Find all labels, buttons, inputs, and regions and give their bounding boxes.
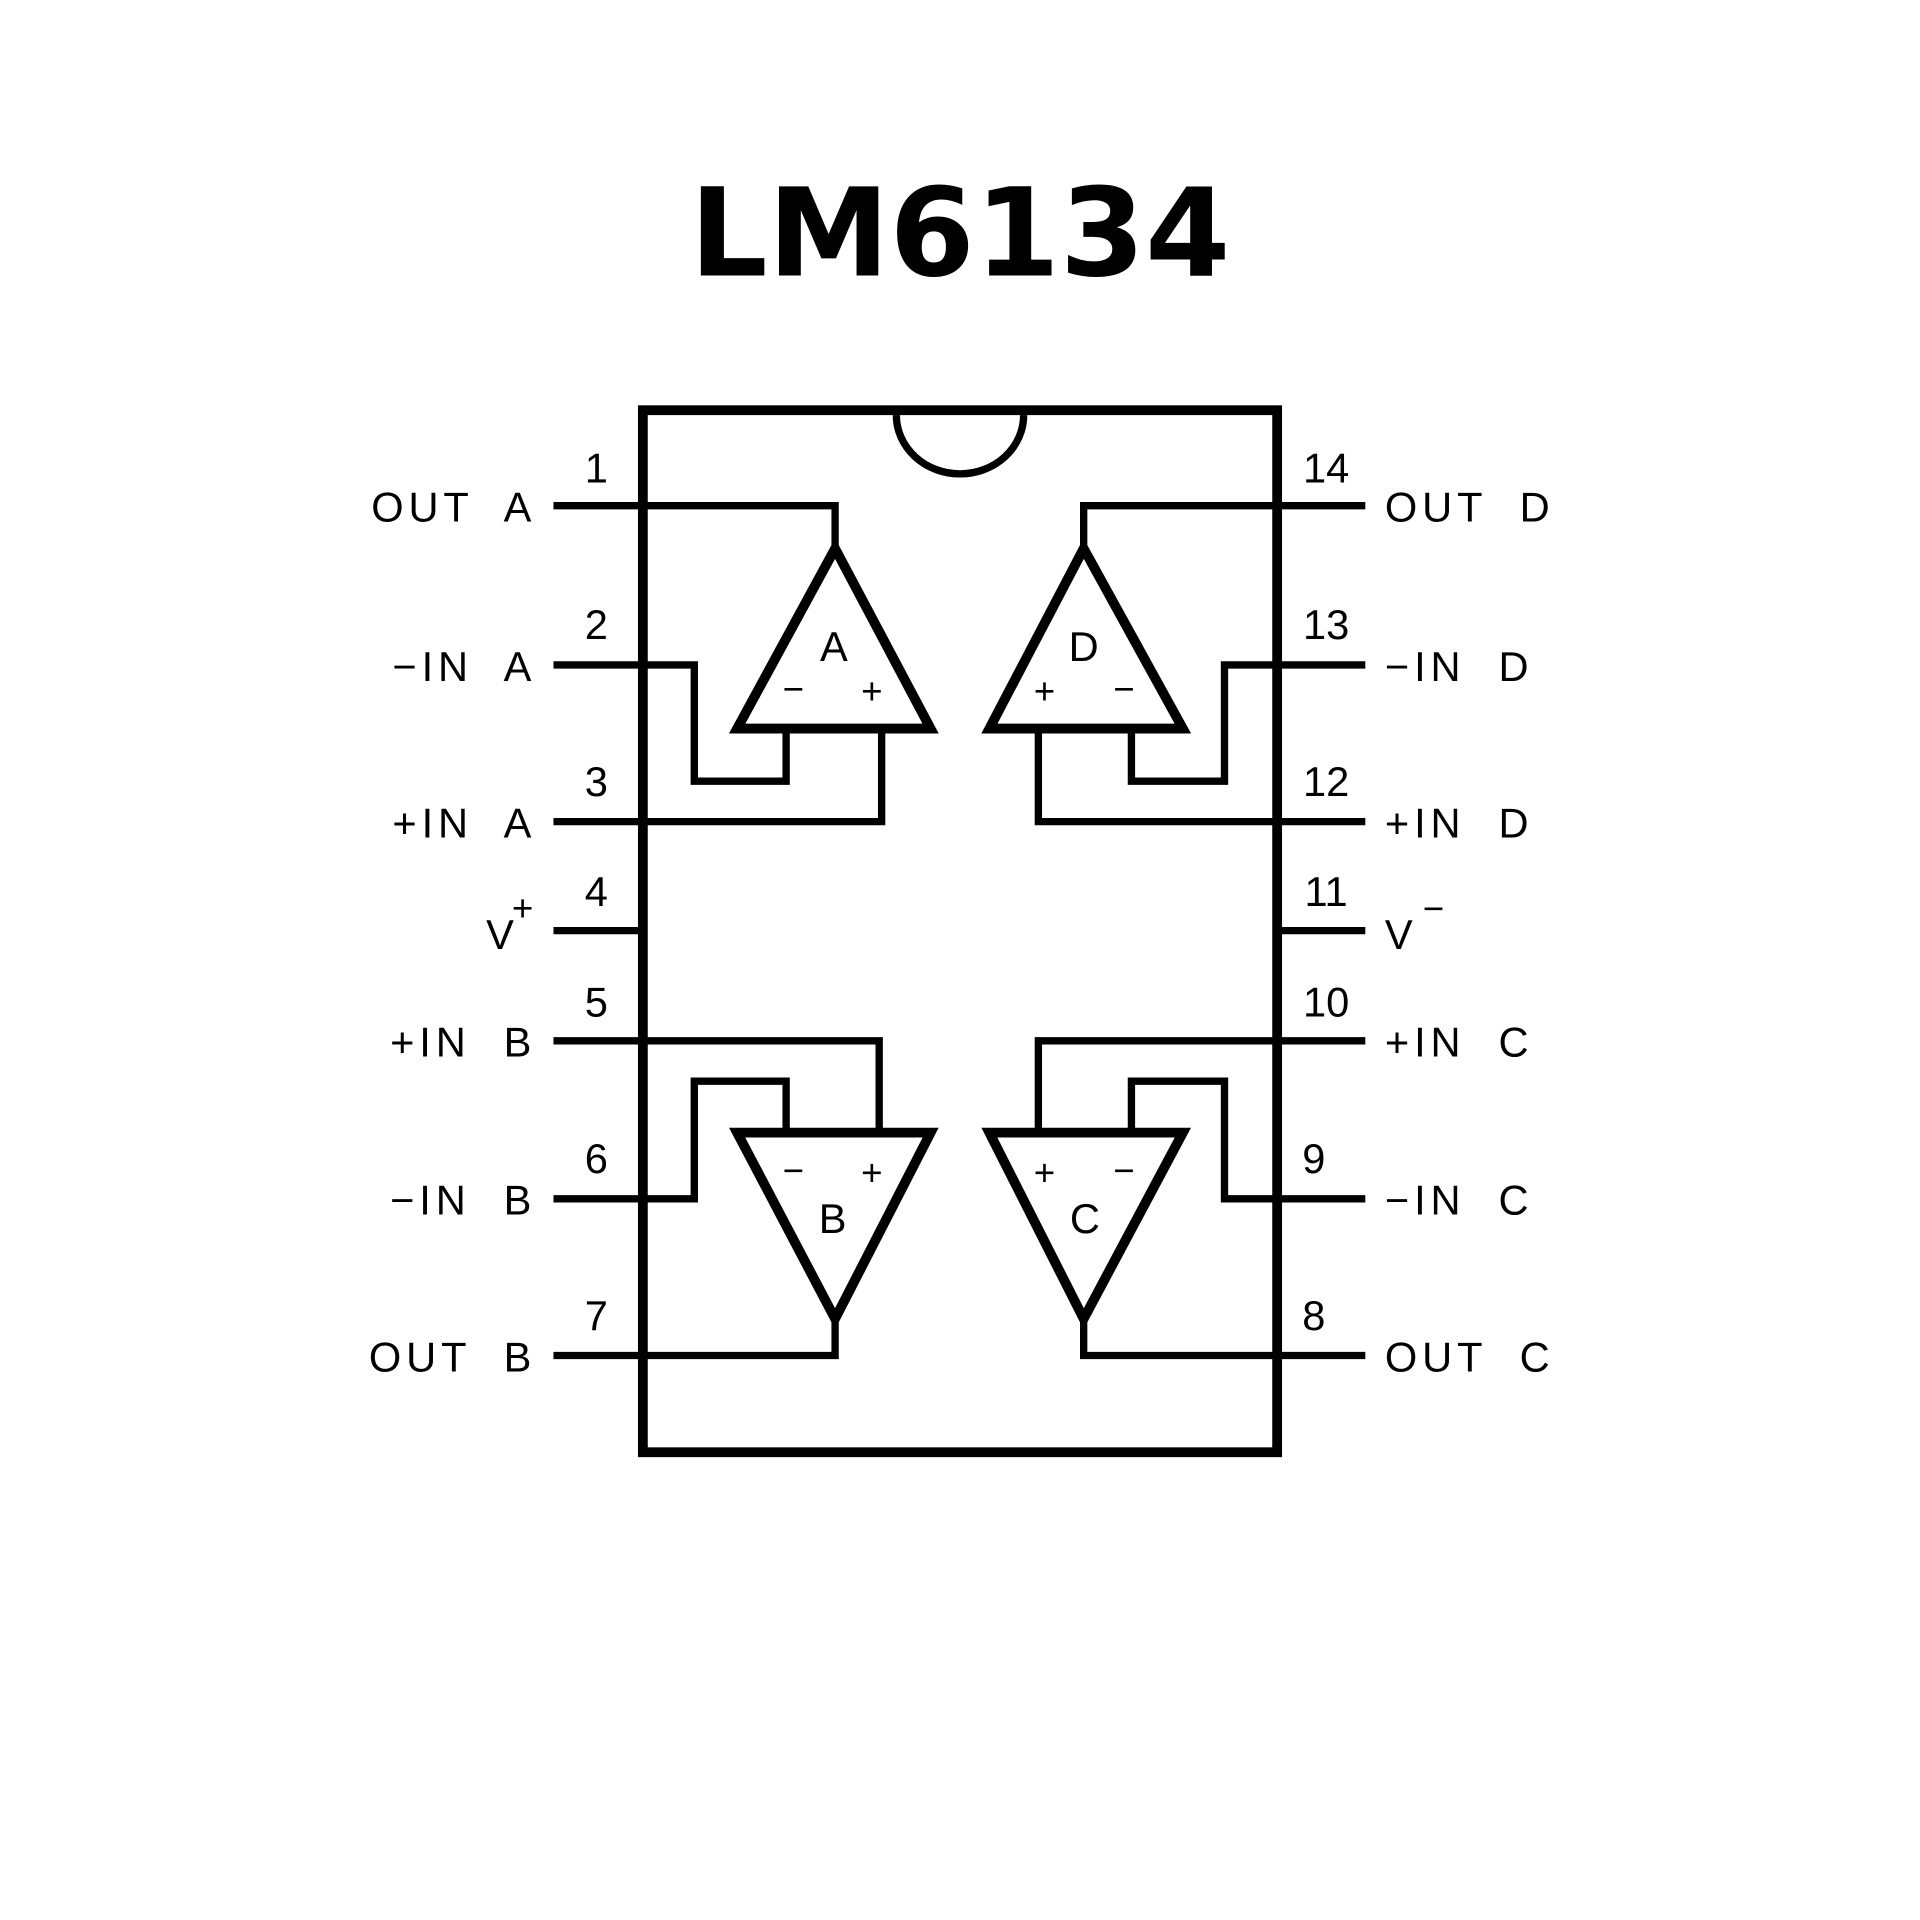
- pin-number: 4: [585, 868, 608, 915]
- opamp-c: + − C: [981, 1127, 1192, 1330]
- svg-text:D: D: [1069, 623, 1099, 670]
- pin-label: OUT D: [1385, 484, 1555, 531]
- pin-label: +IN A: [392, 800, 536, 847]
- pin-label: −IN B: [390, 1177, 536, 1224]
- svg-text:−: −: [783, 669, 804, 710]
- pin-label: +IN D: [1385, 800, 1534, 847]
- pin-number: 8: [1302, 1292, 1325, 1339]
- pin-number: 2: [585, 601, 608, 648]
- svg-text:+: +: [861, 1152, 882, 1193]
- svg-text:+: +: [1034, 1152, 1055, 1193]
- svg-text:−: −: [783, 1150, 804, 1191]
- wiring: [553, 502, 1366, 1360]
- pin-number: 9: [1302, 1135, 1325, 1182]
- svg-text:+: +: [1034, 671, 1055, 712]
- pin-label: −IN D: [1385, 643, 1534, 690]
- ic-package-outline: [637, 405, 1283, 1458]
- pin-number: 7: [585, 1292, 608, 1339]
- opamp-a: A − +: [728, 538, 939, 734]
- opamp-d: D + −: [981, 538, 1192, 734]
- opamp-b: − + B: [729, 1127, 939, 1330]
- svg-text:A: A: [820, 623, 848, 670]
- pin-label: OUT A: [371, 484, 536, 531]
- pin-label: −IN C: [1385, 1177, 1534, 1224]
- pin-number: 1: [585, 444, 608, 491]
- pin-number: 5: [585, 978, 608, 1025]
- pin-label: +IN B: [390, 1019, 536, 1066]
- pin-label: −IN A: [392, 643, 536, 690]
- pin-number: 13: [1303, 601, 1349, 648]
- pin-label: V: [1385, 911, 1418, 958]
- svg-text:−: −: [1113, 1150, 1134, 1191]
- pin-number: 3: [585, 758, 608, 805]
- pin-number: 6: [585, 1135, 608, 1182]
- svg-text:B: B: [819, 1195, 847, 1242]
- pin-label: OUT B: [369, 1333, 536, 1380]
- pin-label-superscript: +: [512, 888, 533, 929]
- pin-label: +IN C: [1385, 1019, 1534, 1066]
- svg-text:C: C: [1070, 1195, 1100, 1242]
- pin-label: V: [486, 911, 519, 958]
- right-pins: 14 OUT D 13 −IN D 12 +IN D 11 V − 10 +IN…: [1302, 444, 1555, 1380]
- pin-number: 10: [1303, 978, 1349, 1025]
- chip-title: LM6134: [690, 162, 1231, 305]
- pin-number: 12: [1303, 758, 1349, 805]
- pin-number: 11: [1305, 868, 1348, 915]
- svg-text:−: −: [1113, 669, 1134, 710]
- pin-label-superscript: −: [1423, 888, 1444, 929]
- pin-number: 14: [1303, 444, 1349, 491]
- svg-text:+: +: [861, 671, 882, 712]
- left-pins: 1 OUT A 2 −IN A 3 +IN A 4 V + 5 +IN B 6 …: [369, 444, 608, 1380]
- pin-label: OUT C: [1385, 1333, 1555, 1380]
- pin1-notch: [892, 415, 1028, 478]
